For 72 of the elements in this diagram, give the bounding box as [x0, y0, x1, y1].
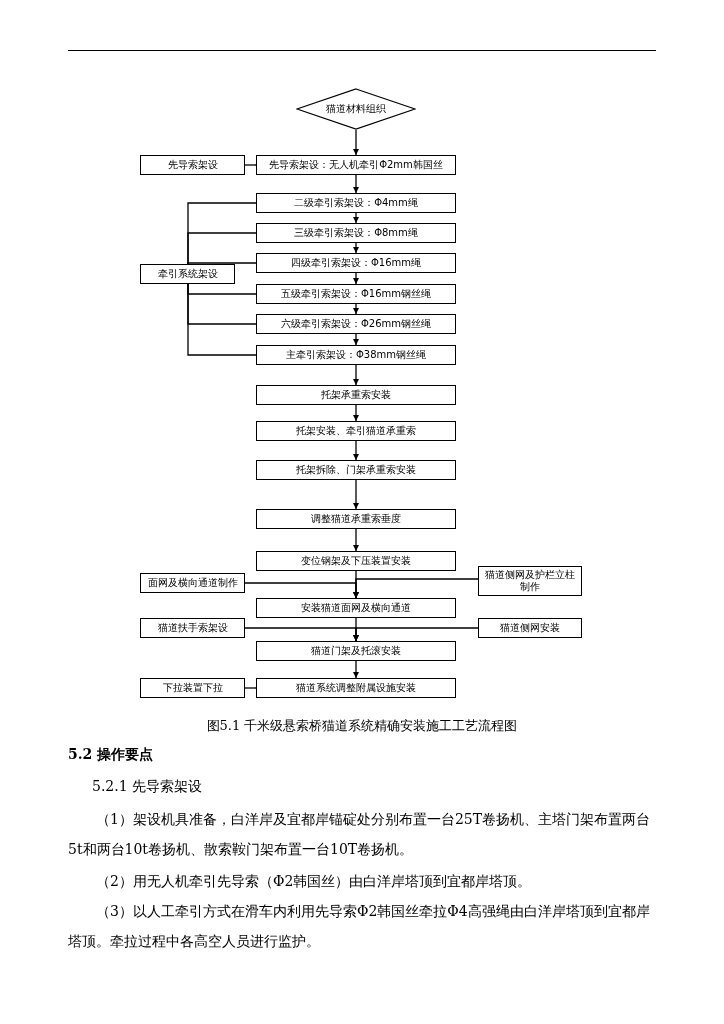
- process-box: [256, 551, 456, 571]
- figure-caption: 图5.1 千米级悬索桥猫道系统精确安装施工工艺流程图: [205, 717, 519, 735]
- process-box: [256, 385, 456, 405]
- node-text: 安装猫道面网及横向通道: [300, 602, 412, 614]
- arrow: [353, 272, 359, 285]
- decision-diamond: [296, 88, 416, 130]
- node-text: 五级牵引索架设：Φ16mm钢丝绳: [279, 288, 433, 300]
- process-box: [256, 193, 456, 213]
- connector-line: [187, 232, 257, 265]
- node-text: 三级牵引索架设：Φ8mm绳: [293, 227, 419, 239]
- node-text: 猫道侧网安装: [499, 622, 561, 634]
- arrow: [353, 528, 359, 552]
- arrow: [353, 660, 359, 679]
- arrow: [353, 242, 359, 254]
- process-box: [140, 264, 235, 284]
- process-box: [478, 566, 582, 596]
- arrow: [353, 303, 359, 315]
- process-box: [256, 421, 456, 441]
- process-box: [256, 284, 456, 304]
- arrow: [353, 364, 359, 386]
- arrow: [353, 129, 359, 156]
- node-text: 猫道扶手索架设: [156, 622, 229, 634]
- process-box: [140, 618, 245, 638]
- node-text: 面网及横向通道制作: [146, 577, 239, 589]
- process-box: [256, 598, 456, 618]
- process-box: [140, 155, 245, 175]
- node-text: 猫道门架及托滚安装: [310, 645, 402, 657]
- process-box: [256, 314, 456, 334]
- connector-line: [244, 687, 257, 689]
- arrow: [353, 627, 479, 642]
- process-box: [478, 618, 582, 638]
- connector-line: [187, 283, 257, 356]
- connector-line: [244, 164, 257, 166]
- process-box: [140, 678, 245, 698]
- node-text: 猫道系统调整附属设施安装: [295, 682, 417, 694]
- node-text: 下拉装置下拉: [161, 682, 224, 694]
- node-text: 托架承重索安装: [320, 389, 392, 401]
- node-text: 牵引系统架设: [156, 268, 219, 280]
- node-text: 二级牵引索架设：Φ4mm绳: [293, 197, 419, 209]
- arrow: [353, 479, 359, 510]
- node-text: 调整猫道承重索垂度: [310, 513, 402, 525]
- arrow: [353, 212, 359, 224]
- node-text: 猫道材料组织: [325, 103, 387, 115]
- process-box: [256, 641, 456, 661]
- process-box: [256, 678, 456, 698]
- node-text: 先导索架设：无人机牵引Φ2mm韩国丝: [268, 159, 444, 171]
- process-box: [140, 573, 245, 593]
- node-text: 先导索架设: [166, 159, 219, 171]
- node-text: 主牵引索架设：Φ38mm钢丝绳: [284, 349, 428, 361]
- node-text: 托架安装、牵引猫道承重索: [295, 425, 417, 437]
- process-box: [256, 345, 456, 365]
- process-box: [256, 155, 456, 175]
- arrow: [353, 440, 359, 461]
- node-text: 猫道侧网及护栏立柱制作: [484, 569, 576, 593]
- subsection-heading: 5.2.1 先导索架设: [92, 777, 203, 796]
- connector-line: [187, 262, 257, 265]
- body-paragraph: （2）用无人机牵引先导索（Φ2韩国丝）由白洋岸塔顶到宜都岸塔顶。: [95, 872, 533, 891]
- arrow: [353, 578, 479, 599]
- node-text: 六级牵引索架设：Φ26mm钢丝绳: [279, 318, 433, 330]
- arrow: [353, 174, 359, 194]
- process-box: [256, 223, 456, 243]
- body-paragraph: （3）以人工牵引方式在滑车内利用先导索Φ2韩国丝牵拉Φ4高强绳由白洋岸塔顶到宜都岸塔顶。牵拉过程中各高空人员进行监护。: [68, 902, 651, 951]
- node-text: 四级牵引索架设：Φ16mm绳: [289, 257, 423, 269]
- process-box: [256, 509, 456, 529]
- node-text: 托架拆除、门架承重索安装: [295, 464, 417, 476]
- process-box: [256, 253, 456, 273]
- body-paragraph: （1）架设机具准备，白洋岸及宜都岸锚碇处分别布置一台25T卷扬机、主塔门架布置两台5t和两台10t卷扬机、散索鞍门架布置一台10T卷扬机。: [68, 810, 652, 859]
- arrow: [353, 404, 359, 422]
- node-text: 变位钢架及下压装置安装: [300, 555, 412, 567]
- process-box: [256, 460, 456, 480]
- arrow: [353, 333, 359, 346]
- section-heading: 5.2 操作要点: [68, 745, 154, 764]
